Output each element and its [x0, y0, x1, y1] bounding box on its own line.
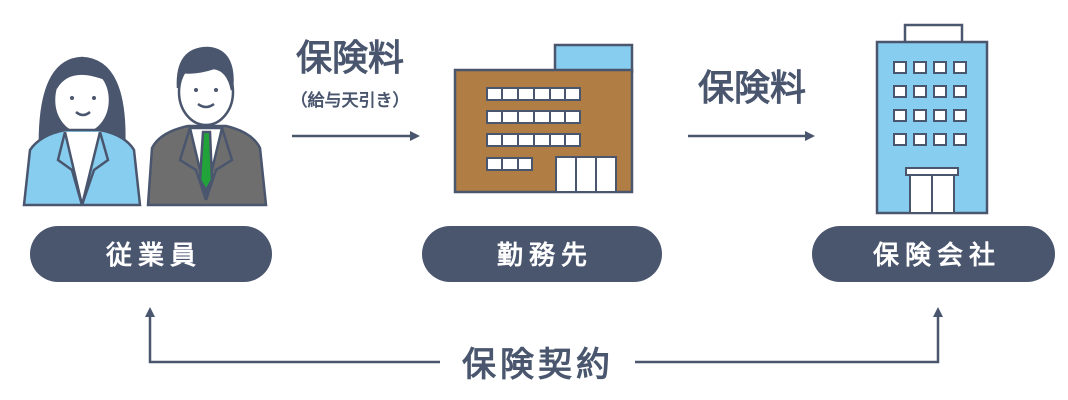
woman-icon	[22, 56, 142, 207]
insurer-label: 保険会社	[872, 240, 1001, 271]
insurer-node: 保険会社	[812, 226, 1055, 282]
insurer-building-icon	[875, 23, 989, 215]
man-icon	[146, 46, 268, 207]
premium-label-2: 保険料	[698, 68, 806, 109]
employee-label: 従業員	[105, 241, 202, 271]
employer-node: 勤務先	[422, 226, 662, 282]
payroll-deduction-note: （給与天引き）	[291, 90, 410, 111]
contract-label: 保険契約	[462, 345, 614, 385]
premium-label-1: 保険料	[296, 38, 404, 79]
contract-connector	[145, 307, 943, 364]
employer-building-icon	[453, 43, 634, 194]
employee-node: 従業員	[30, 226, 272, 282]
employees-illustration	[22, 46, 268, 207]
employer-label: 勤務先	[497, 241, 593, 271]
